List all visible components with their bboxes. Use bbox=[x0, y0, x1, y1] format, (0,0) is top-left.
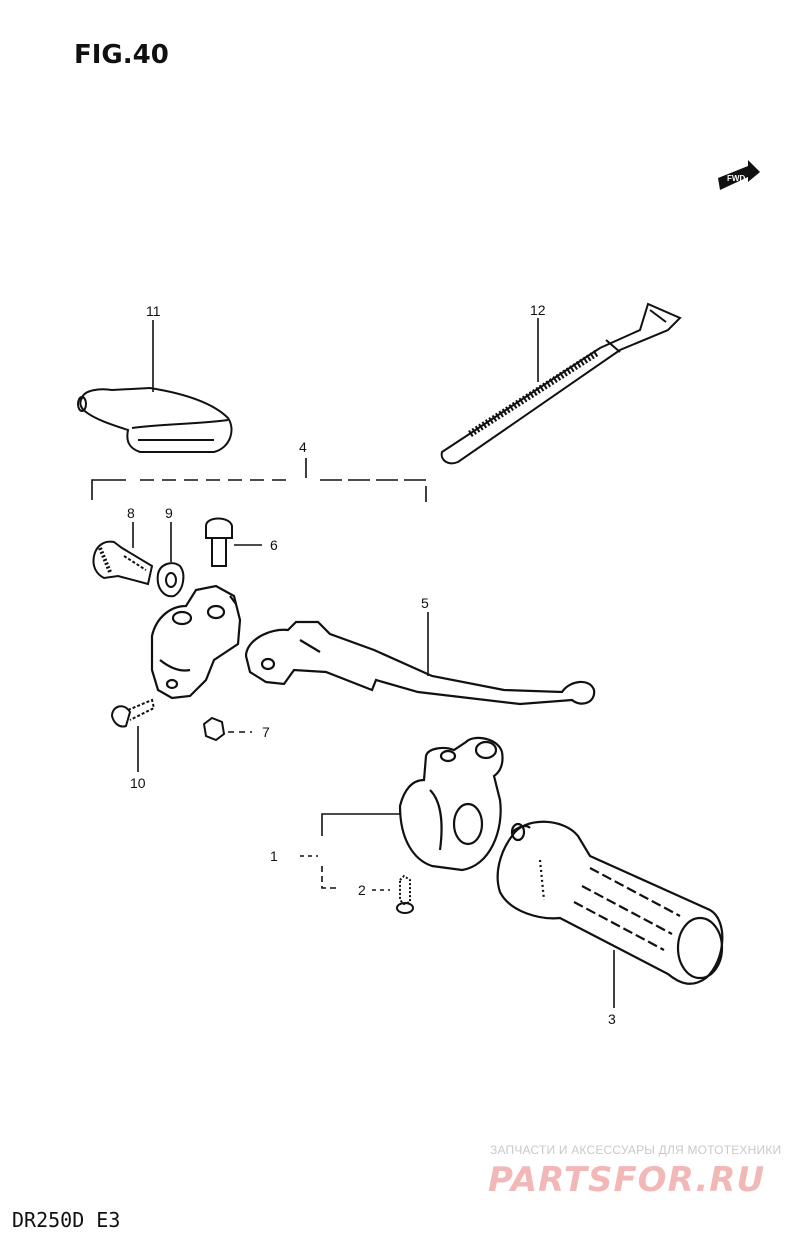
fwd-label: FWD bbox=[727, 174, 745, 183]
callout-6: 6 bbox=[270, 537, 278, 553]
callout-1: 1 bbox=[270, 848, 278, 864]
grip-clamp-part-1 bbox=[398, 736, 504, 872]
nut-part-7 bbox=[202, 716, 226, 742]
lever-boot-part-11 bbox=[77, 386, 233, 453]
model-code: DR250D E3 bbox=[12, 1208, 121, 1232]
callout-3: 3 bbox=[608, 1011, 616, 1027]
adjuster-bolt-part-8 bbox=[92, 540, 154, 586]
screw-part-10 bbox=[110, 698, 156, 728]
callout-10: 10 bbox=[130, 775, 146, 791]
handlebar-grip-part-3 bbox=[496, 820, 724, 985]
clamp-screw-part-2 bbox=[396, 874, 414, 914]
watermark-logo: PARTSFOR.RU bbox=[488, 1160, 766, 1200]
callout-2: 2 bbox=[358, 882, 366, 898]
callout-7: 7 bbox=[262, 724, 270, 740]
assembly-bracket-4 bbox=[91, 458, 427, 502]
fwd-arrow-icon: FWD bbox=[718, 160, 760, 190]
watermark-tagline: ЗАПЧАСТИ И АКСЕССУАРЫ ДЛЯ МОТОТЕХНИКИ bbox=[490, 1143, 782, 1157]
callout-5: 5 bbox=[421, 595, 429, 611]
cable-tie-part-12 bbox=[440, 302, 682, 465]
clutch-lever-part-5 bbox=[244, 620, 596, 706]
pivot-bolt-part-6 bbox=[205, 517, 233, 567]
callout-4: 4 bbox=[299, 439, 307, 455]
callout-11: 11 bbox=[146, 303, 161, 319]
callout-8: 8 bbox=[127, 505, 135, 521]
figure-title: FIG.40 bbox=[74, 40, 169, 70]
callout-9: 9 bbox=[165, 505, 173, 521]
lever-holder bbox=[150, 584, 242, 700]
callout-12: 12 bbox=[530, 302, 546, 318]
bracket-1-2 bbox=[300, 813, 400, 891]
locknut-part-9 bbox=[156, 562, 185, 598]
